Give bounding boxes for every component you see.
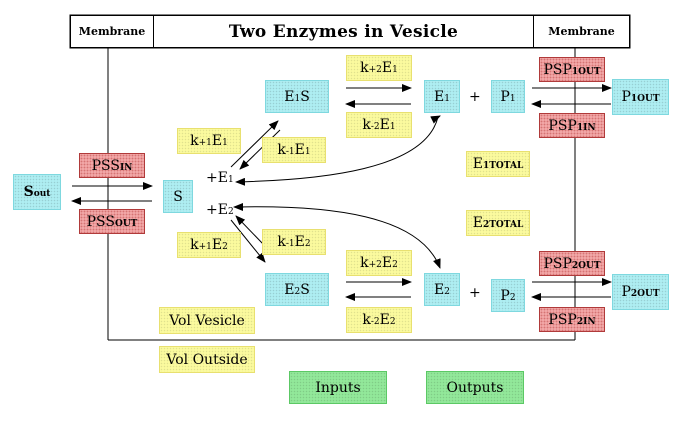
membrane-header-right: Membrane	[533, 15, 630, 48]
outputs-button[interactable]: Outputs	[426, 371, 524, 404]
param-vol-vesicle[interactable]: Vol Vesicle	[159, 307, 255, 334]
arrow-e2-recycle	[235, 206, 441, 269]
param-vol-outside[interactable]: Vol Outside	[159, 346, 255, 373]
arrow-e1s-to-s	[239, 129, 281, 170]
arrow-s-to-e2s	[230, 219, 266, 263]
membrane-header-left: Membrane	[70, 15, 154, 48]
diagram-title: Two Enzymes in Vesicle	[153, 15, 534, 48]
plus-sign-2: +	[469, 285, 481, 301]
node-s[interactable]: S	[163, 180, 193, 213]
node-s-label: S	[173, 188, 183, 205]
arrow-e1-recycle-head	[430, 115, 441, 124]
inputs-button[interactable]: Inputs	[289, 371, 387, 404]
arrow-s-to-e1s	[230, 120, 279, 168]
param-vol-vesicle-label: Vol Vesicle	[169, 312, 245, 329]
arrow-e2s-to-s	[235, 215, 265, 246]
param-vol-outside-label: Vol Outside	[166, 351, 248, 368]
plus-sign-1: +	[469, 89, 481, 105]
arrow-e1-recycle	[235, 116, 439, 186]
